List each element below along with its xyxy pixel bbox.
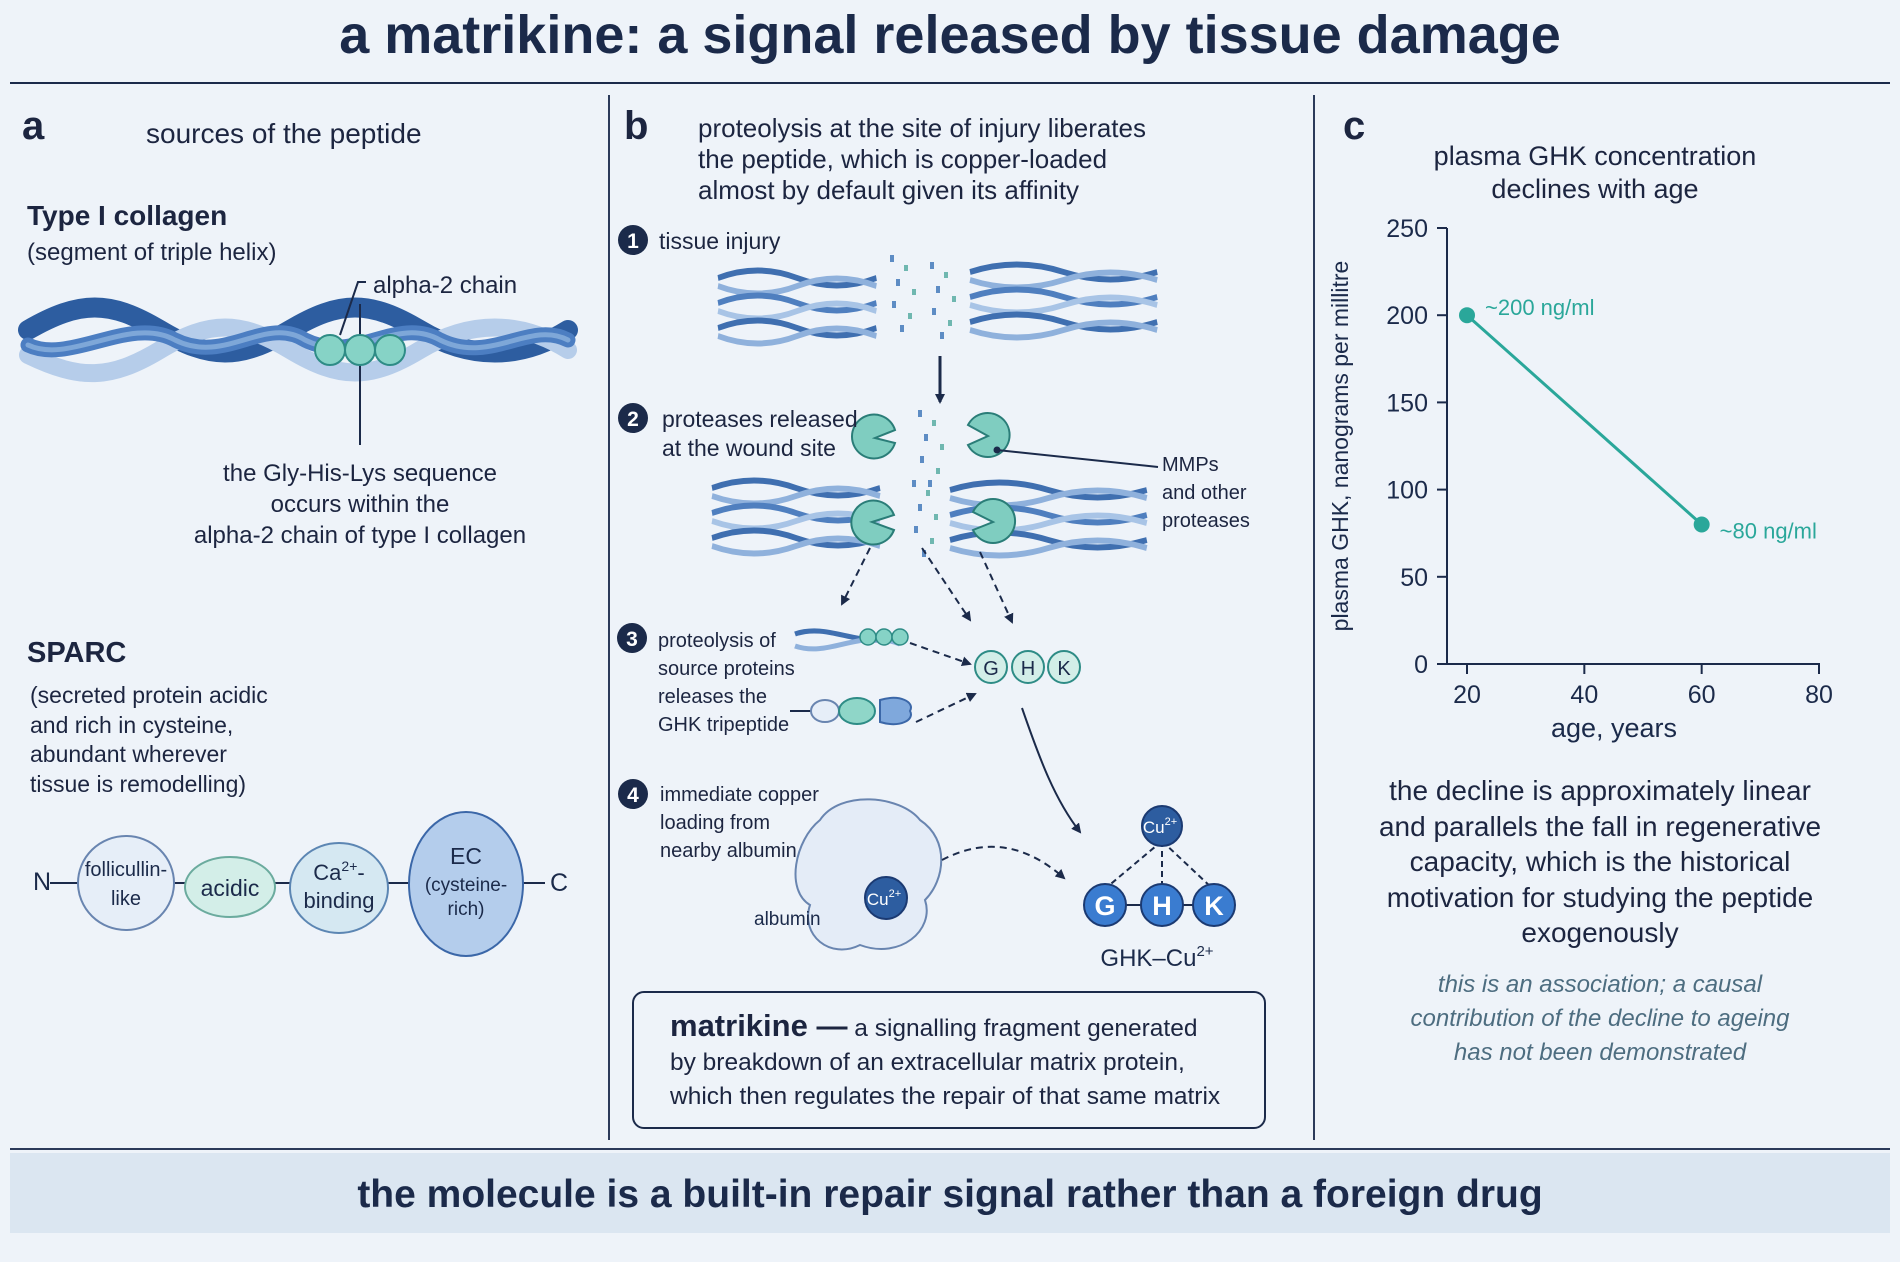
- c-terminus: C: [550, 869, 568, 897]
- divider-bc: [1313, 95, 1315, 1140]
- divider-ab: [608, 95, 610, 1140]
- ca-binding-label: binding: [304, 888, 375, 913]
- ec-sub-1: (cysteine-: [425, 875, 507, 896]
- protease-1: [850, 413, 897, 460]
- data-point: [1459, 307, 1475, 324]
- alpha-2-label: alpha-2 chain: [373, 272, 518, 299]
- panel-b-heading: proteolysis at the site of injury libera…: [698, 113, 1146, 205]
- ec-domain: [408, 811, 524, 957]
- protease-4: [971, 498, 1016, 544]
- acidic-label: acidic: [201, 875, 260, 901]
- panel-b-letter: b: [624, 104, 649, 148]
- y-tick-label: 100: [1386, 477, 1428, 505]
- x-tick-label: 60: [1688, 681, 1716, 709]
- follistatin-label-2: like: [111, 888, 141, 910]
- footer-text: the molecule is a built-in repair signal…: [357, 1173, 1543, 1216]
- y-tick-label: 50: [1400, 564, 1428, 592]
- data-point: [1693, 516, 1710, 533]
- svg-text:G: G: [1094, 891, 1115, 921]
- albumin-label: albumin: [754, 909, 821, 930]
- step-3-label: proteolysis of source proteins releases …: [658, 630, 795, 736]
- ghk-note: the Gly-His-Lys sequence occurs within t…: [193, 460, 527, 549]
- injured-fiber-left: [718, 271, 876, 344]
- panel-c-letter: c: [1343, 104, 1366, 148]
- step-4-marker: 4: [618, 779, 648, 809]
- fiber-fragments: [890, 255, 916, 332]
- free-ghk-tripeptide: G H K: [974, 650, 1081, 684]
- ghk-beads: [314, 334, 406, 366]
- ghk-age-chart: 0 50 100 150 200 250 20 40 60 80 ~200 ng/ml ~80 ng…: [1327, 215, 1833, 743]
- proteolysis-diagram: 1 2 3 4: [617, 225, 1236, 972]
- protease-3: [850, 499, 896, 546]
- sparc-domain-diagram: N C follicullin- like acidic Ca2+- bindi…: [33, 811, 568, 957]
- bottom-rule: [10, 1148, 1890, 1150]
- svg-text:G: G: [983, 658, 999, 680]
- step-1-marker: 1: [618, 225, 648, 255]
- step-2-marker: 2: [618, 403, 648, 433]
- protease-2: [966, 412, 1011, 458]
- data-label: ~80 ng/ml: [1720, 518, 1817, 543]
- wound-fiber-right: [950, 483, 1147, 556]
- y-tick-label: 200: [1386, 302, 1428, 330]
- panel-a-letter: a: [22, 104, 45, 148]
- collagen-title: Type I collagen: [27, 200, 228, 231]
- y-axis-label: plasma GHK, nanograms per millitre: [1327, 261, 1353, 632]
- albumin-cu-label: Cu2+: [867, 888, 901, 909]
- series-line: [1466, 314, 1703, 526]
- follistatin-label-1: follicullin-: [85, 859, 167, 881]
- matrikine-definition-box: matrikine — a signalling fragment genera…: [632, 991, 1266, 1129]
- ghk-cu-label: GHK–Cu2+: [1100, 943, 1213, 972]
- panel-a-heading: sources of the peptide: [146, 118, 422, 149]
- ec-sub-2: rich): [448, 899, 485, 920]
- svg-text:4: 4: [627, 784, 639, 807]
- x-tick-label: 40: [1570, 681, 1598, 709]
- x-tick-label: 80: [1805, 681, 1833, 709]
- svg-text:2: 2: [627, 408, 639, 431]
- injured-fiber-right: [970, 265, 1157, 338]
- collagen-triple-helix: [18, 281, 578, 445]
- svg-text:K: K: [1057, 658, 1071, 680]
- follistatin-domain: [77, 835, 175, 931]
- step-3-marker: 3: [617, 623, 647, 653]
- x-axis-label: age, years: [1551, 713, 1677, 743]
- svg-text:H: H: [1152, 891, 1172, 921]
- svg-text:3: 3: [626, 628, 638, 651]
- proteases-label: MMPs and other proteases: [1162, 454, 1250, 532]
- causality-caveat: this is an association; a causal contrib…: [1410, 971, 1790, 1066]
- svg-text:Cu2+: Cu2+: [1143, 816, 1177, 837]
- y-tick-label: 0: [1414, 651, 1428, 679]
- svg-text:1: 1: [627, 230, 639, 253]
- x-tick-label: 20: [1453, 681, 1481, 709]
- y-tick-label: 150: [1386, 389, 1428, 417]
- albumin-blob: [794, 798, 943, 951]
- svg-text:K: K: [1204, 891, 1224, 921]
- step-1-label: tissue injury: [659, 228, 781, 254]
- y-tick-label: 250: [1386, 215, 1428, 243]
- ec-label: EC: [450, 843, 482, 869]
- collagen-subtitle: (segment of triple helix): [27, 239, 277, 266]
- svg-text:H: H: [1021, 658, 1035, 680]
- sparc-description: (secreted protein acidic and rich in cys…: [30, 682, 268, 797]
- decline-note: the decline is approximately linear and …: [1378, 775, 1822, 948]
- n-terminus: N: [33, 868, 51, 896]
- chart-title: plasma GHK concentration declines with a…: [1433, 141, 1757, 204]
- ca-binding-domain: [289, 842, 389, 934]
- ca-label: Ca2+-: [313, 858, 364, 885]
- page-title: a matrikine: a signal released by tissue…: [339, 5, 1561, 65]
- step-4-label: immediate copper loading from nearby alb…: [660, 784, 819, 862]
- sparc-title: SPARC: [27, 637, 127, 669]
- acidic-domain: [184, 856, 276, 918]
- title-rule: [10, 82, 1890, 84]
- matrikine-term: matrikine —: [670, 1008, 848, 1043]
- data-label: ~200 ng/ml: [1485, 295, 1594, 320]
- footer-band: [10, 1153, 1890, 1233]
- ghk-cu-complex: Cu2+ G H K GHK–Cu2+: [1083, 805, 1236, 972]
- step-2-label: proteases released at the wound site: [662, 406, 858, 461]
